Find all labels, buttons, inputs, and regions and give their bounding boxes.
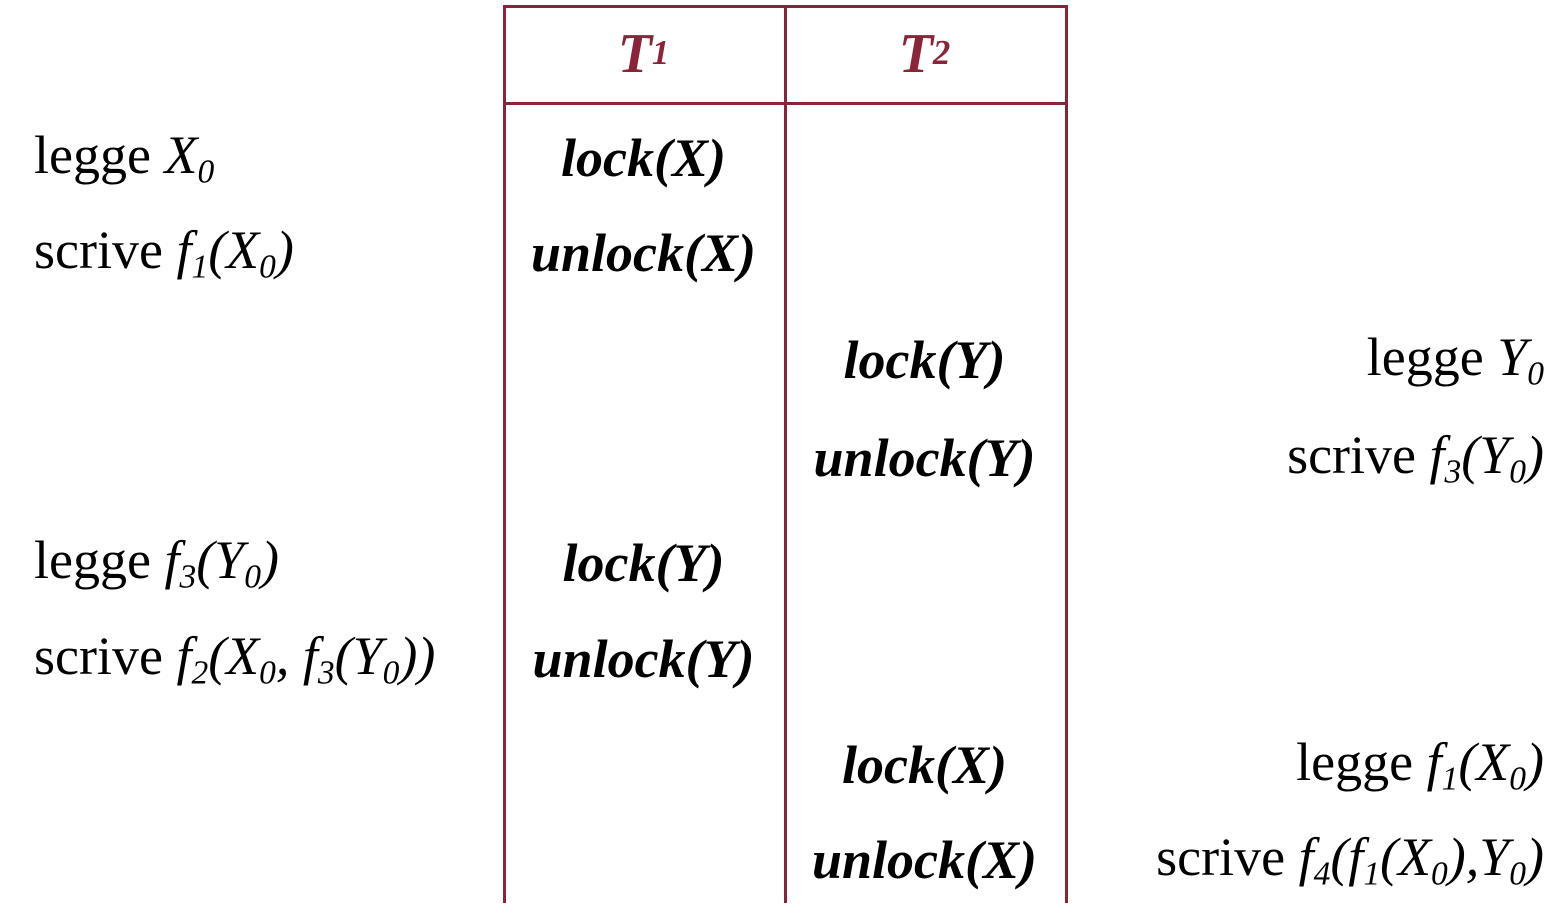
schedule-row: unlock(Y) scrive f3(Y0) <box>0 408 1558 508</box>
t1-operation-cell: lock(Y) <box>503 536 784 590</box>
text-run-it: (X <box>208 219 260 280</box>
text-run-sub: 1 <box>651 33 670 73</box>
text-run-rm: legge <box>1296 731 1427 792</box>
t1-operation-cell: lock(X) <box>503 131 784 185</box>
schedule-row: unlock(X)scrive f4(f1(X0),Y0) <box>0 810 1558 910</box>
text-run-sub: 0 <box>1509 759 1527 797</box>
text-run-sub: 0 <box>197 152 215 190</box>
text-run-rm: scrive <box>34 219 177 280</box>
t1-operation-cell: unlock(X) <box>503 226 784 280</box>
left-annotation-cell: scrive f2(X0, f3(Y0)) <box>0 629 503 690</box>
text-run-it: ) <box>260 529 279 590</box>
schedule-row: scrive f2(X0, f3(Y0))unlock(Y) <box>0 609 1558 709</box>
text-run-sub: 3 <box>179 557 197 595</box>
text-run-rm: scrive <box>1287 424 1430 485</box>
left-annotation-cell: scrive f1(X0) <box>0 223 503 284</box>
right-annotation-cell: legge Y0 <box>1065 330 1558 391</box>
text-run-sub: 1 <box>191 247 209 285</box>
text-run-it: (Y <box>196 529 245 590</box>
text-run-op: unlock(X) <box>811 830 1038 890</box>
text-run-it: (X <box>1380 826 1432 887</box>
t2-operation-cell: lock(X) <box>784 738 1065 792</box>
text-run-op: lock(Y) <box>843 330 1006 390</box>
text-run-rm: scrive <box>1156 826 1299 887</box>
text-run-sub: 0 <box>1431 854 1448 892</box>
text-run-it: f <box>1298 826 1314 887</box>
text-run-it: ) <box>1526 424 1544 485</box>
text-run-it: ) <box>275 219 294 280</box>
text-run-sub: 2 <box>191 653 209 691</box>
schedule-row: lock(Y) legge Y0 <box>0 310 1558 410</box>
text-run-it: )) <box>399 625 436 686</box>
table-right-border <box>1065 5 1068 903</box>
text-run-op: T <box>617 22 652 85</box>
schedule-row: scrive f1(X0) unlock(X) <box>0 203 1558 303</box>
table-column-divider <box>784 5 787 903</box>
text-run-it: (X <box>1458 731 1510 792</box>
text-run-op: unlock(Y) <box>532 629 755 689</box>
right-annotation-cell: legge f1(X0) <box>1065 735 1558 796</box>
text-run-sub: 0 <box>259 247 276 285</box>
text-run-rm: scrive <box>34 625 177 686</box>
text-run-it: ) <box>1526 731 1544 792</box>
text-run-it: (Y <box>334 625 383 686</box>
text-run-op: lock(Y) <box>562 533 725 593</box>
text-run-it: ) <box>1526 826 1544 887</box>
text-run-it: (f <box>1330 826 1364 887</box>
text-run-it: Y <box>1479 826 1510 887</box>
text-run-op: T <box>898 22 933 85</box>
text-run-sub: 1 <box>1441 759 1459 797</box>
text-run-sub: 0 <box>1509 854 1527 892</box>
text-run-sub: 3 <box>317 653 335 691</box>
right-annotation-cell: scrive f3(Y0) <box>1065 428 1558 489</box>
text-run-rm: legge <box>1366 326 1498 387</box>
text-run-op: lock(X) <box>561 128 726 188</box>
text-run-it: f <box>1426 731 1442 792</box>
text-run-rm: legge <box>34 124 165 185</box>
text-run-op: unlock(X) <box>530 223 757 283</box>
text-run-it: , <box>275 625 303 686</box>
right-annotation-cell: scrive f4(f1(X0),Y0) <box>1065 830 1558 891</box>
t2-operation-cell: unlock(X) <box>784 833 1065 887</box>
t2-operation-cell: lock(Y) <box>784 333 1065 387</box>
text-run-sub: 3 <box>1444 452 1462 490</box>
text-run-it: ), <box>1447 826 1480 887</box>
text-run-sub: 0 <box>1509 452 1527 490</box>
schedule-row: legge X0 lock(X) <box>0 108 1558 208</box>
text-run-it: f <box>1429 424 1445 485</box>
text-run-it: Y <box>1497 326 1528 387</box>
text-run-sub: 0 <box>382 653 400 691</box>
text-run-it: f <box>164 529 180 590</box>
left-annotation-cell: legge f3(Y0) <box>0 533 503 594</box>
text-run-sub: 0 <box>244 557 261 595</box>
schedule-row: lock(X) legge f1(X0) <box>0 715 1558 815</box>
left-annotation-cell: legge X0 <box>0 128 503 189</box>
text-run-sub: 0 <box>1527 354 1544 392</box>
text-run-it: f <box>176 625 192 686</box>
t2-operation-cell: unlock(Y) <box>784 431 1065 485</box>
text-run-sub: 0 <box>259 653 276 691</box>
text-run-op: lock(X) <box>842 735 1007 795</box>
text-run-it: f <box>302 625 318 686</box>
text-run-it: (X <box>208 625 260 686</box>
text-run-sub: 4 <box>1313 854 1331 892</box>
text-run-sub: 1 <box>1363 854 1381 892</box>
text-run-it: (Y <box>1461 424 1510 485</box>
t1-operation-cell: unlock(Y) <box>503 632 784 686</box>
text-run-it: X <box>164 124 198 185</box>
table-left-border <box>503 5 506 903</box>
schedule-row: legge f3(Y0) lock(Y) <box>0 513 1558 613</box>
text-run-sub: 2 <box>932 33 951 73</box>
text-run-rm: legge <box>34 529 165 590</box>
text-run-op: unlock(Y) <box>813 428 1036 488</box>
text-run-it: f <box>176 219 192 280</box>
